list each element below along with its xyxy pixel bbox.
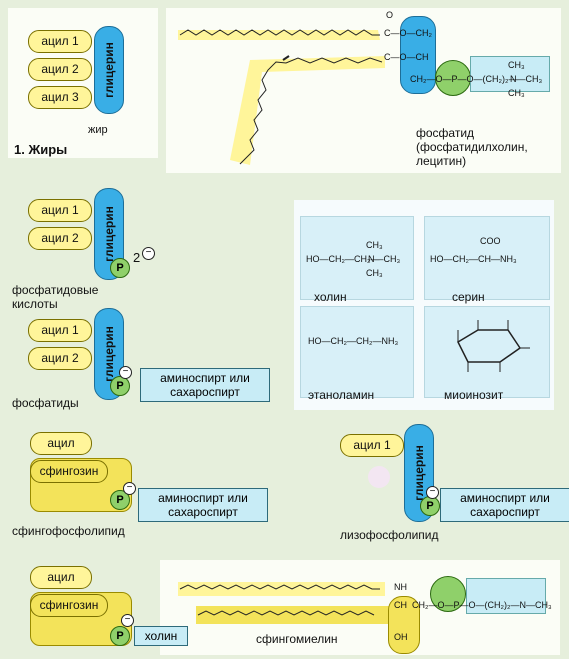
section-title-fats: 1. Жиры <box>14 142 68 157</box>
lyso-minus: − <box>426 486 439 499</box>
pa-acyl1: ацил 1 <box>28 199 92 222</box>
choline-ch3-top: CH₃ <box>366 240 383 250</box>
ph-acyl1: ацил 1 <box>28 319 92 342</box>
sm-nh: NH <box>394 582 407 592</box>
choline-box <box>300 216 414 300</box>
fat-acyl3: ацил 3 <box>28 86 92 109</box>
pa-minus: − <box>142 247 155 260</box>
choline-n: N—CH₃ <box>368 254 401 264</box>
spl-acyl: ацил <box>30 432 92 455</box>
ph-box-line1: аминоспирт или <box>160 371 250 385</box>
fat-glycerol: глицерин <box>94 26 124 114</box>
serine-formula: HO—CH₂—CH—NH₃ <box>430 254 517 264</box>
pa-charge: 2 <box>133 250 141 265</box>
lecithin-choline-box <box>470 56 550 92</box>
lecithin-chain-glycerol-1: C—O—CH₂ <box>384 28 432 38</box>
pa-caption-2: кислоты <box>12 297 58 311</box>
sm-choline-box: холин <box>134 626 188 646</box>
lyso-acyl1: ацил 1 <box>340 434 404 457</box>
choline-label: холин <box>314 290 347 304</box>
ph-acyl2: ацил 2 <box>28 347 92 370</box>
sm-sphingosine-head <box>388 596 420 654</box>
spl-phosphate: P <box>110 490 130 510</box>
phosphatide-caption-2: (фосфатидилхолин, <box>416 140 528 154</box>
spl-sphingosine: сфингозин <box>30 460 108 483</box>
myoinositol-ring <box>457 320 530 372</box>
lecithin-glycerol <box>400 16 436 94</box>
sm-choline-struct-box <box>466 578 546 614</box>
choline-formula: HO—CH₂—CH₂— <box>306 254 380 264</box>
sm-phosphate: P <box>110 626 130 646</box>
lecithin-o1: O <box>386 10 394 20</box>
ph-box-line2: сахароспирт <box>170 385 240 399</box>
lyso-box-line1: аминоспирт или <box>460 491 550 505</box>
ethanolamine-formula: HO—CH₂—CH₂—NH₃ <box>308 336 399 346</box>
lecithin-chain-glycerol-2: C—O—CH <box>384 52 429 62</box>
sm-ch2o: CH₂—O—P—O—(CH₂)₂—N—CH₃ <box>412 600 552 610</box>
lecithin-phosphate-chain: CH₂—O—P—O—(CH₂)₂— <box>410 74 518 84</box>
acyl-chain-1 <box>179 29 380 36</box>
lecithin-n: N—CH₃ <box>510 74 543 84</box>
sm-phosphate-big <box>430 576 466 612</box>
lecithin-ch3-top: CH₃ <box>508 60 525 70</box>
sm-minus: − <box>121 614 134 627</box>
choline-ch3-bottom: CH₃ <box>366 268 383 278</box>
spl-minus: − <box>123 482 136 495</box>
fat-label: жир <box>88 124 108 136</box>
fat-acyl2: ацил 2 <box>28 58 92 81</box>
ethanolamine-box <box>300 306 414 398</box>
sm-sphingosine: сфингозин <box>30 594 108 617</box>
lyso-caption: лизофосфолипид <box>340 528 439 542</box>
serine-coo: COO <box>480 236 501 246</box>
ethanolamine-label: этаноламин <box>308 388 375 402</box>
pa-acyl2: ацил 2 <box>28 227 92 250</box>
sm-oh: OH <box>394 632 408 642</box>
pa-caption-1: фосфатидовые <box>12 283 99 297</box>
lyso-box-line2: сахароспирт <box>470 505 540 519</box>
fat-acyl1: ацил 1 <box>28 30 92 53</box>
ph-caption: фосфатиды <box>12 396 79 410</box>
lyso-empty-slot <box>368 466 390 488</box>
sm-caption: сфингомиелин <box>256 632 338 646</box>
spl-box-line2: сахароспирт <box>168 505 238 519</box>
serine-label: серин <box>452 290 485 304</box>
myoinositol-box <box>424 306 550 398</box>
phosphatide-caption-3: лецитин) <box>416 154 467 168</box>
sm-ch: CH <box>394 600 407 610</box>
sm-chain-2 <box>197 610 375 616</box>
lecithin-ch3-bottom: CH₃ <box>508 88 525 98</box>
pa-phosphate: P <box>110 258 130 278</box>
acyl-chain-2 <box>239 57 383 165</box>
phosphatide-caption-1: фосфатид <box>416 126 475 140</box>
serine-box <box>424 216 550 300</box>
sm-acyl: ацил <box>30 566 92 589</box>
spl-caption: сфингофосфолипид <box>12 524 125 538</box>
myoinositol-label: миоинозит <box>444 388 504 402</box>
spl-box-line1: аминоспирт или <box>158 491 248 505</box>
ph-minus: − <box>119 366 132 379</box>
sm-chain-1 <box>179 584 380 590</box>
